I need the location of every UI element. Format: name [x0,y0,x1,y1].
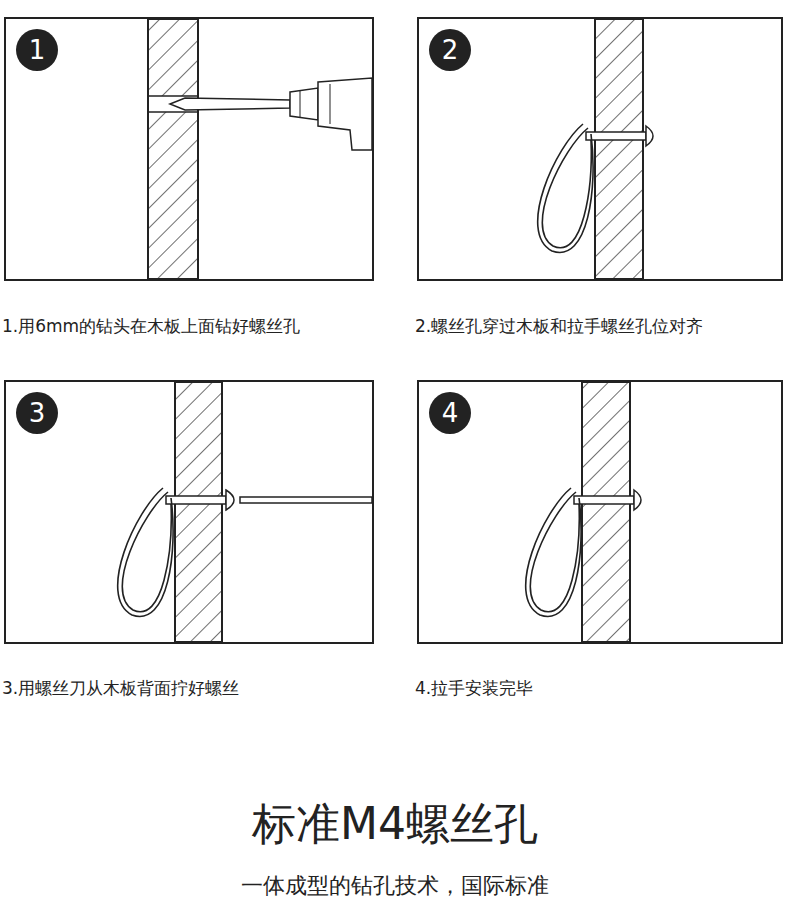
step-caption: 3.用螺丝刀从木板背面拧好螺丝 [2,677,239,700]
callout-number: 2 [442,35,459,65]
step-panel: 3.用螺丝刀从木板背面拧好螺丝3 [4,380,374,644]
step-panel: 4.拉手安装完毕4 [417,380,783,644]
step-panel: 2.螺丝孔穿过木板和拉手螺丝孔位对齐2 [417,17,783,281]
callout-number: 4 [442,398,459,428]
step-caption: 4.拉手安装完毕 [415,677,533,700]
page-subtitle: 一体成型的钻孔技术，国际标准 [0,871,790,901]
page-title: 标准M4螺丝孔 [0,795,790,854]
step-number: 1 [16,29,58,71]
callout-number: 3 [29,398,46,428]
step-number: 3 [16,392,58,434]
step-panel: 1.用6mm的钻头在木板上面钻好螺丝孔1 [4,17,374,281]
callout-number: 1 [29,35,46,65]
step-number: 2 [429,29,471,71]
step-caption: 2.螺丝孔穿过木板和拉手螺丝孔位对齐 [415,315,703,338]
step-caption: 1.用6mm的钻头在木板上面钻好螺丝孔 [2,315,300,338]
step-number: 4 [429,392,471,434]
